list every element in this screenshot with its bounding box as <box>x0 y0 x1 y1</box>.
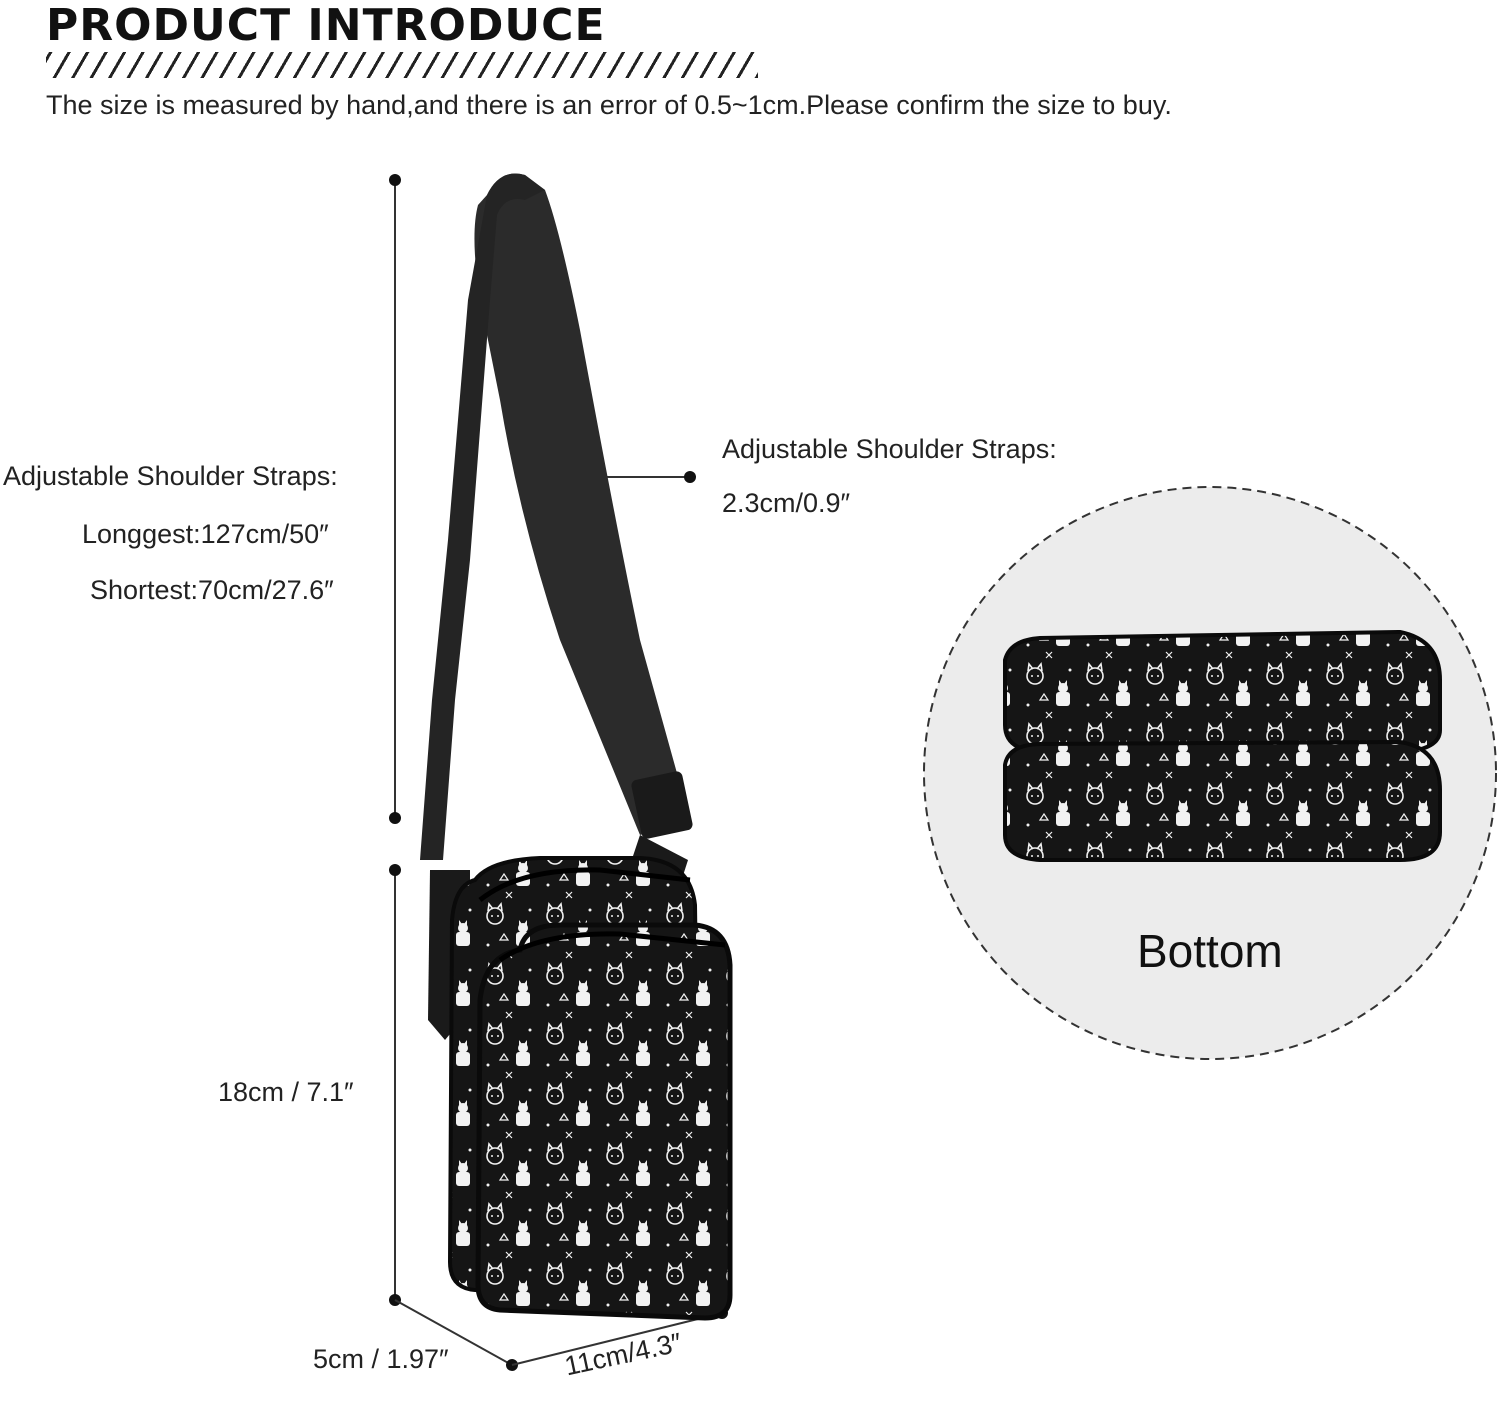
strap-bottom-dot <box>389 812 401 824</box>
bag-depth-label: 5cm / 1.97″ <box>313 1344 449 1374</box>
right-strap-heading: Adjustable Shoulder Straps: <box>722 434 1057 464</box>
shoulder-strap <box>474 173 690 835</box>
bag-width-line <box>511 1312 723 1366</box>
page-title: PRODUCT INTRODUCE <box>46 0 606 51</box>
size-notice: The size is measured by hand,and there i… <box>46 90 1172 120</box>
hatch-divider <box>46 52 758 78</box>
bag-height-top-dot <box>389 864 401 876</box>
strap-width-dot <box>684 471 696 483</box>
strap-shortest-length: Shortest:70cm/27.6″ <box>90 575 334 605</box>
left-strap-heading: Adjustable Shoulder Straps: <box>3 461 338 491</box>
strap-top-dot <box>389 174 401 186</box>
bag-bottom-view <box>1003 629 1442 862</box>
bag-height-label: 18cm / 7.1″ <box>218 1077 354 1107</box>
bag-front-pocket <box>475 922 733 1321</box>
strap-longest-length: Longgest:127cm/50″ <box>82 519 329 549</box>
strap-buckle <box>631 771 693 839</box>
strap-width-value: 2.3cm/0.9″ <box>722 488 851 518</box>
bottom-view-label: Bottom <box>1137 925 1283 977</box>
bag-depth-line <box>394 1299 513 1366</box>
